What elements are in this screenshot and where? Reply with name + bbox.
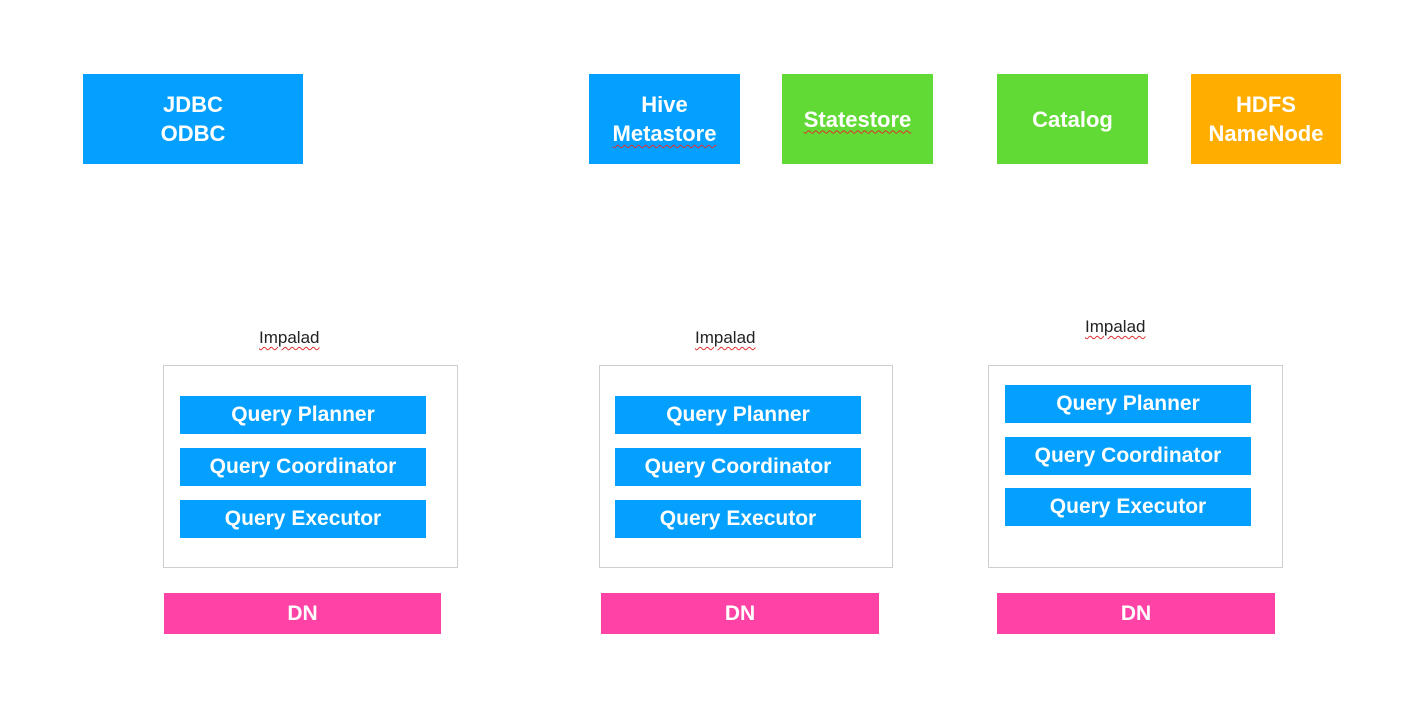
datanode-label-3: DN xyxy=(1120,601,1152,625)
query-coordinator-box-2: Query Coordinator xyxy=(615,448,861,486)
query-planner-label-2: Query Planner xyxy=(666,403,810,426)
query-planner-label-1: Query Planner xyxy=(231,403,375,426)
query-coordinator-label-3: Query Coordinator xyxy=(1034,444,1222,467)
datanode-label-1: DN xyxy=(287,601,318,625)
query-executor-box-3: Query Executor xyxy=(1005,488,1251,526)
query-planner-box-3: Query Planner xyxy=(1005,385,1251,423)
impalad-label-2: Impalad xyxy=(695,328,756,347)
statestore-label: Statestore xyxy=(803,106,912,132)
query-planner-label-3: Query Planner xyxy=(1056,392,1200,415)
query-planner-box-2: Query Planner xyxy=(615,396,861,434)
query-executor-box-1: Query Executor xyxy=(180,500,426,538)
query-planner-box-1: Query Planner xyxy=(180,396,426,434)
datanode-box-3: DN xyxy=(997,593,1275,634)
datanode-label-2: DN xyxy=(724,601,756,625)
hdfs-namenode-box: HDFS NameNode xyxy=(1191,74,1341,164)
query-coordinator-label-1: Query Coordinator xyxy=(209,455,397,478)
query-executor-box-2: Query Executor xyxy=(615,500,861,538)
statestore-box: Statestore xyxy=(782,74,933,164)
impalad-label-1: Impalad xyxy=(259,328,320,347)
hive-metastore-line-2: Metastore xyxy=(612,121,717,146)
client-line-2: ODBC xyxy=(160,121,226,146)
hive-metastore-box: Hive Metastore xyxy=(589,74,740,164)
jdbc-odbc-client-box: JDBC ODBC xyxy=(83,74,303,164)
impalad-label-3: Impalad xyxy=(1085,317,1146,336)
datanode-box-2: DN xyxy=(601,593,879,634)
client-line-1: JDBC xyxy=(163,92,223,117)
hdfs-namenode-line-2: NameNode xyxy=(1208,121,1324,146)
query-coordinator-label-2: Query Coordinator xyxy=(644,455,832,478)
query-coordinator-box-1: Query Coordinator xyxy=(180,448,426,486)
catalog-box: Catalog xyxy=(997,74,1148,164)
query-executor-label-3: Query Executor xyxy=(1049,495,1207,518)
catalog-label: Catalog xyxy=(1032,106,1113,132)
query-coordinator-box-3: Query Coordinator xyxy=(1005,437,1251,475)
query-executor-label-2: Query Executor xyxy=(659,507,817,530)
hive-metastore-line-1: Hive xyxy=(641,92,688,117)
query-executor-label-1: Query Executor xyxy=(224,507,382,530)
datanode-box-1: DN xyxy=(164,593,441,634)
hdfs-namenode-line-1: HDFS xyxy=(1236,92,1296,117)
